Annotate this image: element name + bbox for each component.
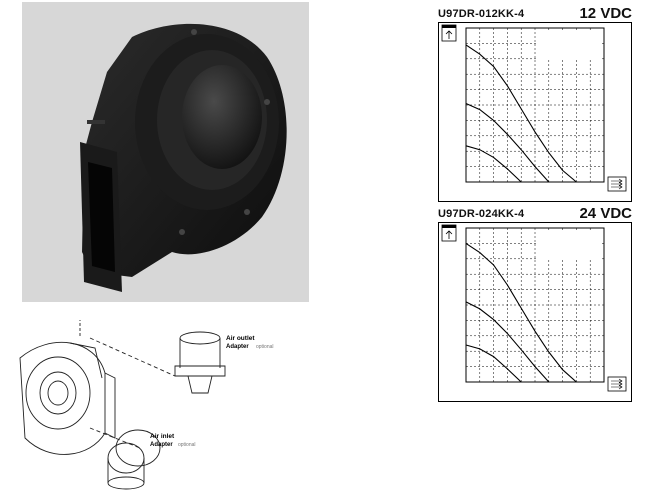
flow-axis-icon xyxy=(607,376,627,392)
chart-frame xyxy=(438,222,632,402)
right-arrows-icon xyxy=(611,378,623,390)
inlet-optional-label: optional xyxy=(178,442,196,448)
plot-area xyxy=(465,27,605,183)
chart2-title: U97DR-024KK-4 xyxy=(438,208,525,220)
blower-photo-image xyxy=(80,23,287,292)
series-line-2 xyxy=(465,102,550,183)
right-arrows-icon xyxy=(611,178,623,190)
series-line-1 xyxy=(465,242,577,383)
chart1-subtitle: 12 VDC xyxy=(579,5,632,22)
up-arrow-icon xyxy=(445,30,453,39)
pressure-axis-icon-bar xyxy=(442,225,456,228)
legend-box xyxy=(536,30,600,60)
chart2-plot xyxy=(438,222,632,402)
chart1-title: U97DR-012KK-4 xyxy=(438,8,525,20)
chart1-plot xyxy=(438,22,632,202)
legend-box xyxy=(536,230,600,260)
outlet-adapter-label: Adapter xyxy=(226,344,249,350)
outlet-optional-label: optional xyxy=(256,344,274,350)
outlet-label: Air outlet xyxy=(226,335,255,342)
flow-axis-icon xyxy=(607,176,627,192)
exploded-view-diagram: Air outlet Adapter optional Air inlet Ad… xyxy=(19,320,274,490)
inlet-label: Air inlet xyxy=(150,433,175,440)
pressure-axis-icon-bar xyxy=(442,25,456,28)
chart2-subtitle: 24 VDC xyxy=(579,205,632,222)
inlet-adapter-label: Adapter xyxy=(150,442,173,448)
fan-photo xyxy=(22,2,309,302)
series-line-3 xyxy=(465,344,522,383)
series-line-1 xyxy=(465,44,577,183)
up-arrow-icon xyxy=(445,230,453,239)
plot-area xyxy=(465,227,605,383)
series-line-2 xyxy=(465,301,550,383)
exploded-drawing: Air outlet Adapter optional Air inlet Ad… xyxy=(10,318,310,492)
chart-frame xyxy=(438,22,632,202)
series-line-3 xyxy=(465,145,522,183)
